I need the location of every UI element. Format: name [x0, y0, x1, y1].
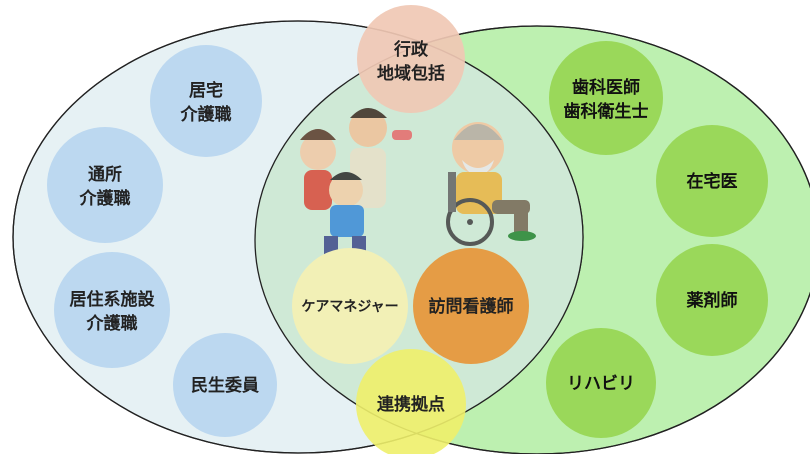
gyosei-chiiki-circle	[357, 5, 465, 113]
kyotaku-kaigo-circle	[150, 45, 262, 157]
kyoju-shisetsu-label: 居住系施設	[70, 289, 156, 310]
care-manager-label: ケアマネジャー	[301, 299, 398, 315]
shika-ishi-label: 歯科医師	[572, 77, 640, 98]
kyotaku-kaigo-node: 居宅 介護職	[150, 45, 262, 157]
shika-node: 歯科医師 歯科衛生士	[549, 41, 663, 155]
yakuzaishi-node: 薬剤師	[656, 244, 768, 356]
kyoju-shisetsu-node: 居住系施設 介護職	[54, 252, 170, 368]
right-set-outline	[254, 25, 810, 454]
gyosei-label: 行政	[393, 39, 429, 60]
renkei-kyoten-circle	[356, 349, 466, 454]
kyotaku-label: 居宅	[189, 80, 223, 101]
kyotaku-kaigo-label: 介護職	[180, 104, 232, 125]
wheelchair-elder-illustration	[446, 122, 536, 246]
kyoju-kaigo-label: 介護職	[86, 313, 138, 334]
rehab-label: リハビリ	[567, 374, 635, 394]
tsusho-kaigo-node: 通所 介護職	[47, 127, 163, 243]
tsusho-kaigo-circle	[47, 127, 163, 243]
zaitaku-i-label: 在宅医	[687, 171, 738, 192]
care-manager-node: ケアマネジャー	[292, 248, 408, 364]
left-set-outline	[12, 20, 584, 454]
yakuzaishi-circle	[656, 244, 768, 356]
care-manager-circle	[292, 248, 408, 364]
renkei-kyoten-label: 連携拠点	[377, 394, 445, 415]
tsusho-kaigo-label: 介護職	[79, 188, 131, 209]
chiiki-houkatsu-label: 地域包括	[377, 63, 445, 84]
renkei-kyoten-node: 連携拠点	[356, 349, 466, 454]
yakuzaishi-label: 薬剤師	[687, 290, 738, 311]
zaitaku-i-circle	[656, 125, 768, 237]
tsusho-label: 通所	[88, 165, 122, 185]
houmon-kango-label: 訪問看護師	[429, 296, 514, 317]
minsei-iin-circle	[173, 333, 277, 437]
zaitaku-i-node: 在宅医	[656, 125, 768, 237]
rehab-node: リハビリ	[546, 328, 656, 438]
rehab-circle	[546, 328, 656, 438]
houmon-kango-circle	[413, 248, 529, 364]
minsei-iin-node: 民生委員	[173, 333, 277, 437]
shika-eiseishi-label: 歯科衛生士	[564, 101, 649, 122]
houmon-kango-node: 訪問看護師	[413, 248, 529, 364]
gyosei-chiiki-node: 行政 地域包括	[357, 5, 465, 113]
minsei-iin-label: 民生委員	[191, 375, 259, 396]
shika-circle	[549, 41, 663, 155]
kyoju-shisetsu-circle	[54, 252, 170, 368]
